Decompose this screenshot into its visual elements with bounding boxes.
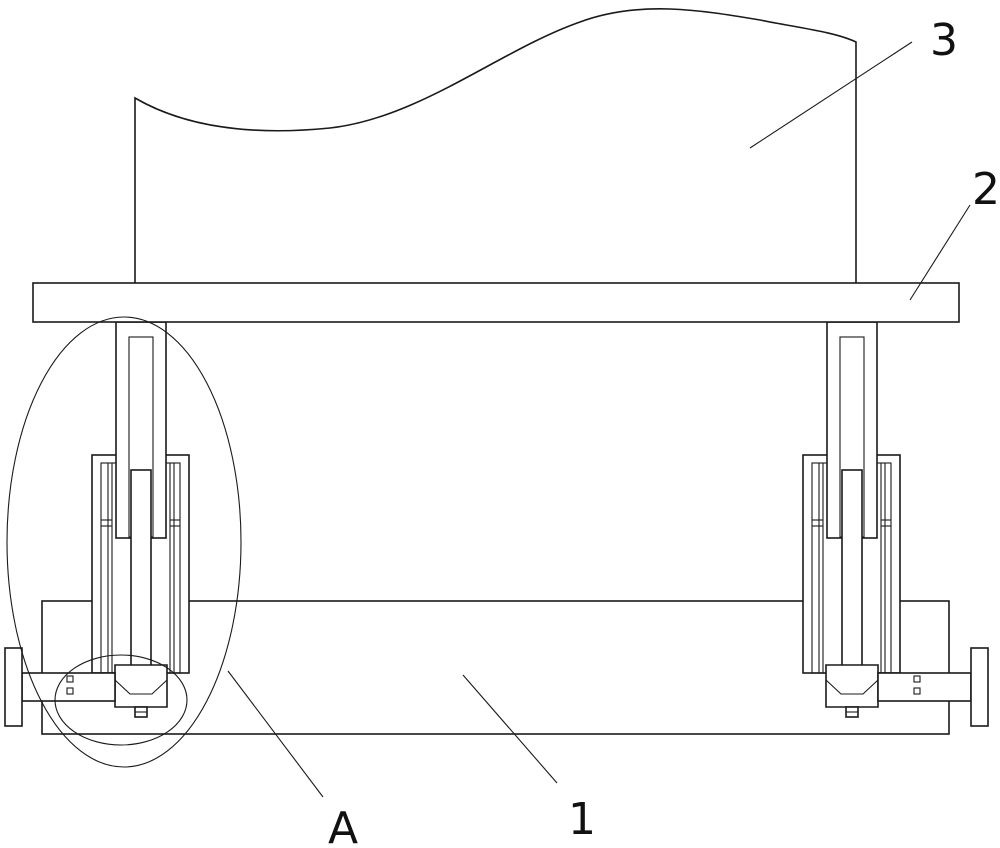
right-screw-knob	[970, 647, 989, 727]
right-nut-1	[913, 675, 921, 683]
left-leg-assembly	[4, 321, 190, 727]
label-part-2: 2	[972, 164, 1000, 215]
detail-a-small-ellipse	[54, 654, 188, 746]
left-nut-1	[66, 675, 74, 683]
left-screw-rod	[21, 672, 116, 702]
right-foot-chamfer	[825, 679, 879, 695]
label-part-1: 1	[568, 794, 596, 845]
right-lower-column	[841, 469, 863, 689]
part-1-base	[41, 600, 950, 735]
label-detail-a: A	[328, 803, 358, 848]
detail-a-large-ellipse	[6, 316, 242, 768]
left-foot-chamfer	[114, 679, 168, 695]
part-3-body	[134, 8, 857, 283]
left-screw-knob	[4, 647, 23, 727]
leader-line-1	[462, 674, 558, 784]
leader-line-2	[909, 204, 971, 301]
left-foot	[114, 664, 168, 708]
right-foot	[825, 664, 879, 708]
right-nut-2	[913, 687, 921, 695]
right-screw-rod	[877, 672, 972, 702]
left-nut-2	[66, 687, 74, 695]
part-2-plate	[32, 282, 960, 323]
leader-line-3	[749, 41, 913, 149]
right-leg-assembly	[802, 321, 989, 727]
label-part-3: 3	[930, 15, 958, 66]
leader-line-a	[227, 670, 324, 798]
